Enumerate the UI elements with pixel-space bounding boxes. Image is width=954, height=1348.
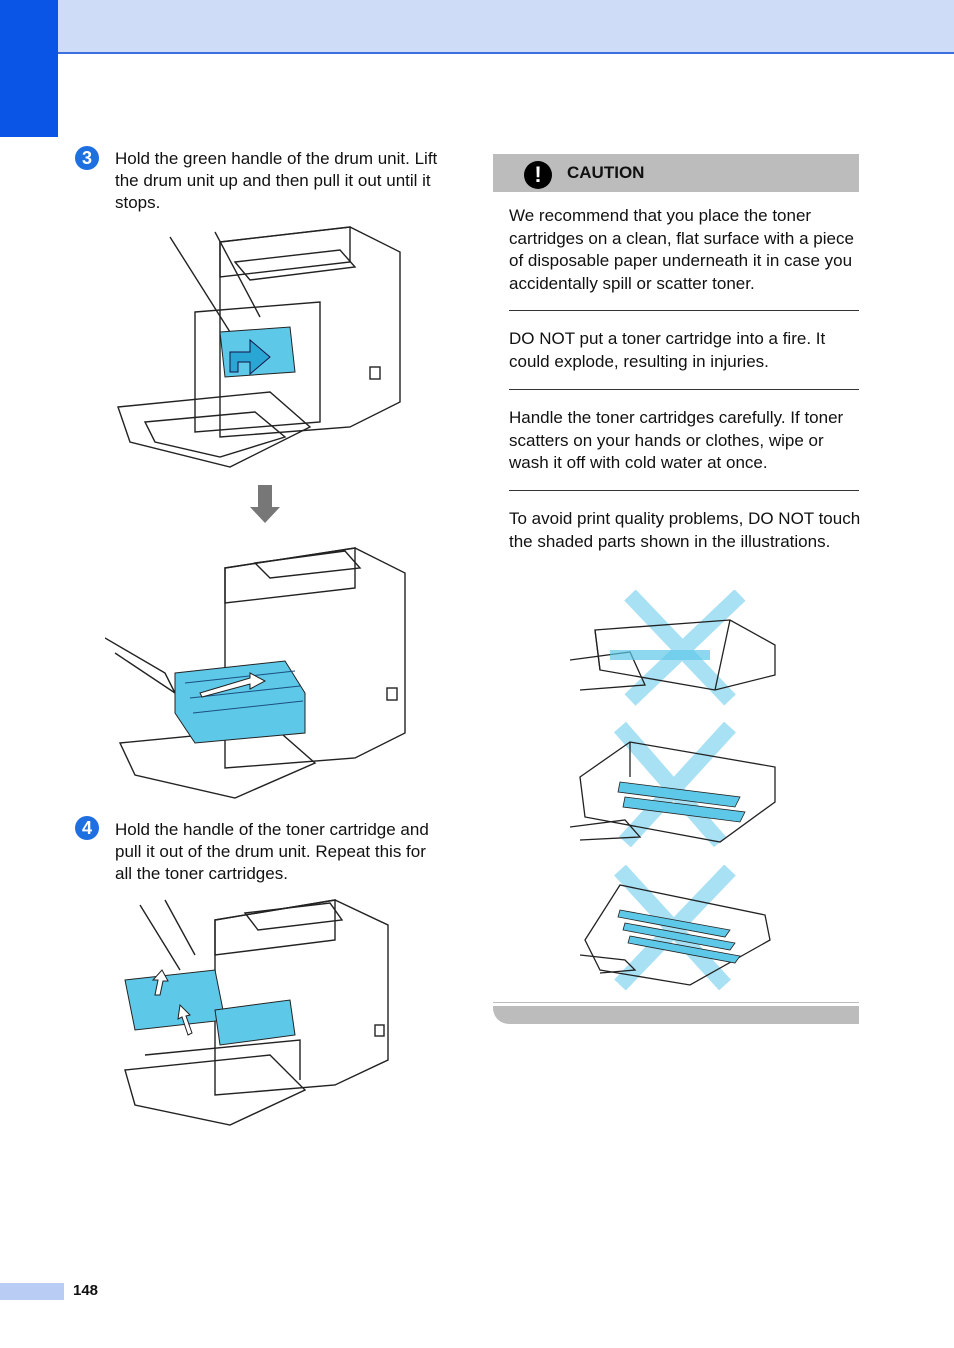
caution-paragraph: To avoid print quality problems, DO NOT … bbox=[509, 509, 861, 551]
caution-footer bbox=[493, 1006, 859, 1024]
chapter-tab bbox=[0, 0, 58, 137]
header-band bbox=[58, 0, 954, 54]
caution-header bbox=[493, 154, 859, 192]
drum-unit-do-not-touch-illustration bbox=[570, 722, 776, 848]
page-number-tab bbox=[0, 1283, 64, 1300]
caution-paragraph: We recommend that you place the toner ca… bbox=[509, 206, 854, 293]
toner-cartridge-do-not-touch-illustration bbox=[570, 590, 776, 706]
printer-drum-pulled-out-illustration bbox=[105, 547, 406, 799]
printer-drum-lift-illustration bbox=[117, 226, 401, 468]
page-number: 148 bbox=[73, 1282, 99, 1299]
step-instruction: Hold the handle of the toner cartridge a… bbox=[115, 820, 429, 883]
toner-cartridge-removal-illustration bbox=[124, 899, 389, 1126]
down-arrow-icon bbox=[250, 485, 280, 523]
step-instruction: Hold the green handle of the drum unit. … bbox=[115, 149, 438, 212]
step-number-badge: 4 bbox=[75, 816, 99, 840]
exclamation-icon: ! bbox=[524, 161, 552, 189]
divider bbox=[509, 490, 859, 491]
divider bbox=[509, 389, 859, 390]
divider bbox=[509, 310, 859, 311]
caution-title: CAUTION bbox=[567, 163, 645, 182]
caution-paragraph: Handle the toner cartridges carefully. I… bbox=[509, 408, 844, 472]
drum-unit-top-do-not-touch-illustration bbox=[580, 865, 771, 990]
divider bbox=[493, 1002, 859, 1003]
step-number-badge: 3 bbox=[75, 146, 99, 170]
caution-paragraph: DO NOT put a toner cartridge into a fire… bbox=[509, 329, 826, 371]
